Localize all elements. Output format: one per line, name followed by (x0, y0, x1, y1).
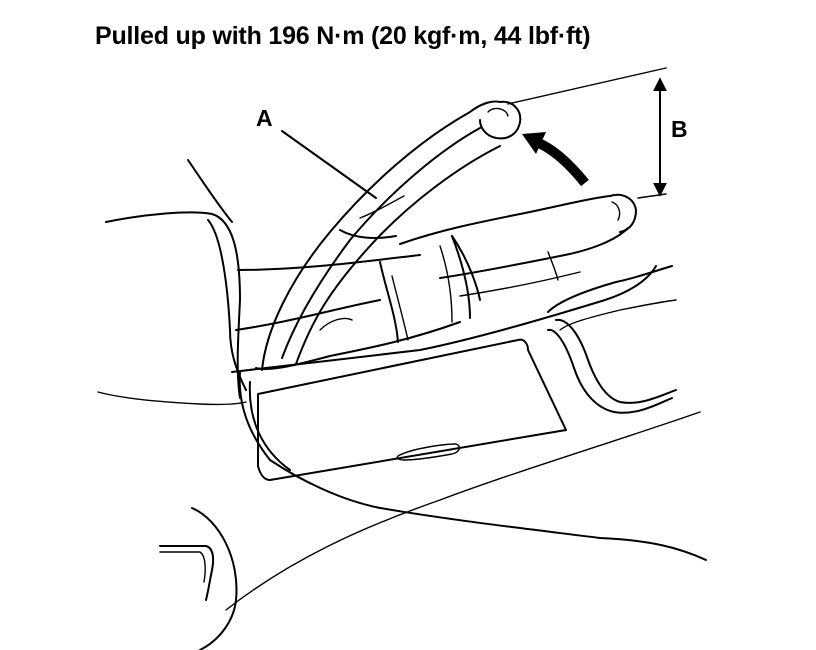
callout-label-b: B (671, 116, 688, 142)
lever-lowered (399, 193, 637, 301)
dimension-b (507, 67, 667, 199)
seat-cushion (97, 159, 247, 406)
pull-direction-arrow (522, 132, 589, 187)
console-tray (257, 338, 567, 481)
callout-a-leader (281, 130, 377, 199)
callout-label-a: A (256, 105, 273, 131)
diagram-caption: Pulled up with 196 N·m (20 kgf·m, 44 lbf… (95, 22, 591, 50)
lever-raised (261, 100, 522, 371)
lever-boot (255, 235, 471, 371)
console-right-side (547, 265, 677, 414)
